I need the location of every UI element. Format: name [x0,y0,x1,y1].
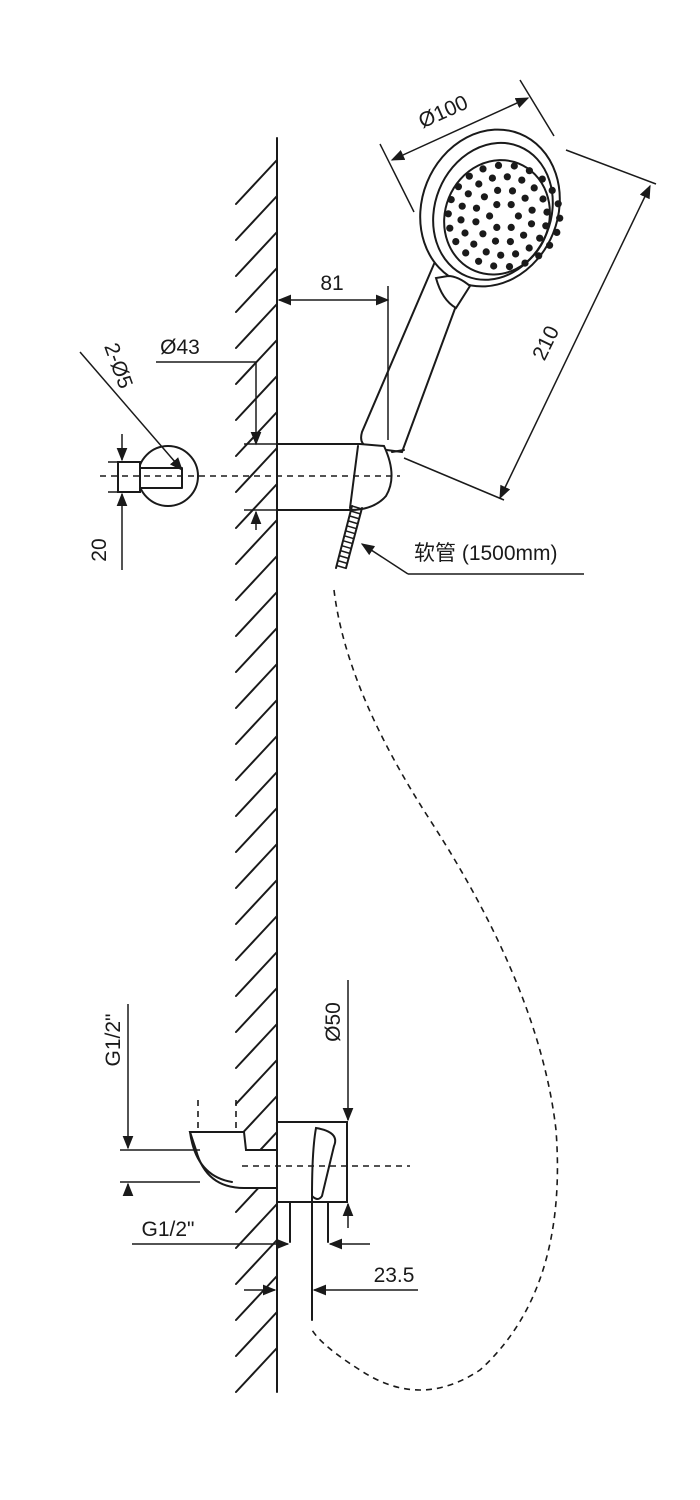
wall [235,137,278,1393]
mount-plate [100,445,400,507]
dim-elbow-diameter: Ø50 [322,1002,345,1042]
dim-spray-diameter: Ø100 [415,91,471,133]
dim-holder-diameter: Ø43 [160,336,200,359]
hose-label: 软管 (1500mm) [414,542,558,565]
shower-holder [276,443,393,511]
wall-outlet [188,1100,410,1321]
hand-shower [360,128,564,454]
hose [311,505,559,1391]
dim-wall-offset: 81 [320,272,343,295]
dim-thread-bottom: G1/2" [142,1218,195,1241]
dim-outlet-offset: 23.5 [374,1264,415,1287]
dim-thread-top: G1/2" [102,1014,125,1067]
dimensions [79,79,657,1296]
dim-hole-spacing: 20 [88,538,111,561]
dim-mount-holes: 2-Ø5 [99,340,137,392]
dim-handset-length: 210 [528,322,564,364]
wall-hatching [235,159,278,1393]
